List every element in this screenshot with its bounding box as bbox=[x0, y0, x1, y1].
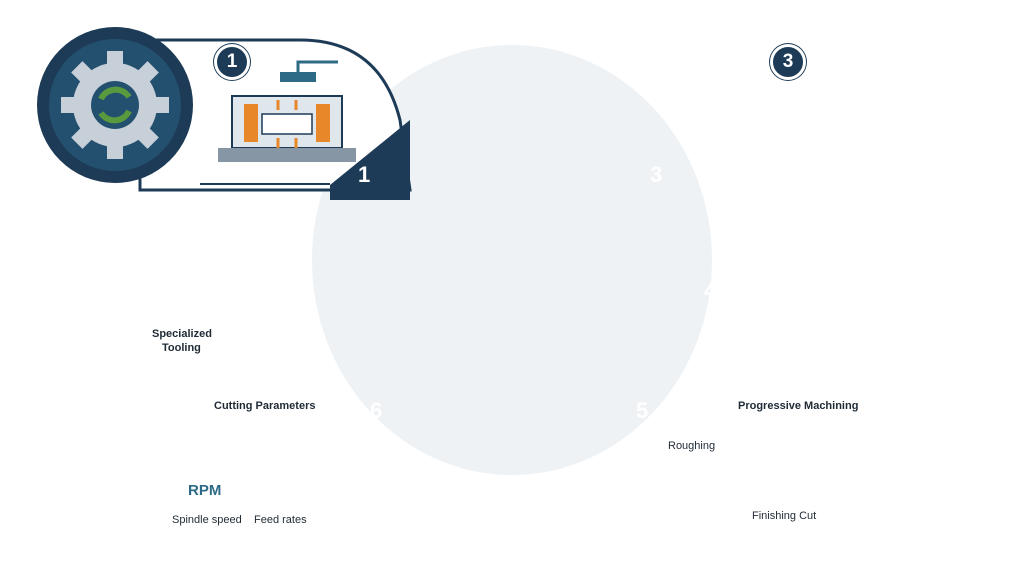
step-2-tab-number: 2 bbox=[302, 278, 315, 303]
step-1-tab-number: 1 bbox=[358, 162, 371, 187]
step-3-tab-number: 3 bbox=[650, 162, 663, 187]
step-5-finishing-label: Finishing Cut bbox=[752, 510, 817, 522]
step-6-feed-caption: Feed rates bbox=[254, 514, 307, 526]
step-5-roughing-label: Roughing bbox=[668, 440, 716, 452]
step-6-title: Cutting Parameters bbox=[214, 400, 316, 412]
step-2-caption-line2: Tooling bbox=[162, 342, 201, 354]
step-6-rpm-label: RPM bbox=[188, 482, 222, 499]
step-5-title: Progressive Machining bbox=[738, 400, 859, 412]
step-1-badge: 1 bbox=[214, 44, 250, 80]
step-5-tab-number: 5 bbox=[636, 398, 649, 423]
panel-1-fixturing bbox=[37, 27, 412, 200]
step-6-spindle-caption: Spindle speed bbox=[172, 514, 242, 526]
step-2-caption-line1: Specialized bbox=[152, 328, 212, 340]
center-backdrop bbox=[312, 45, 712, 475]
fixture-clamp-icon bbox=[218, 60, 356, 162]
step-3-badge: 3 bbox=[770, 44, 806, 80]
step-4-tab-number: 4 bbox=[704, 278, 717, 303]
step-6-tab-number: 6 bbox=[370, 398, 383, 423]
